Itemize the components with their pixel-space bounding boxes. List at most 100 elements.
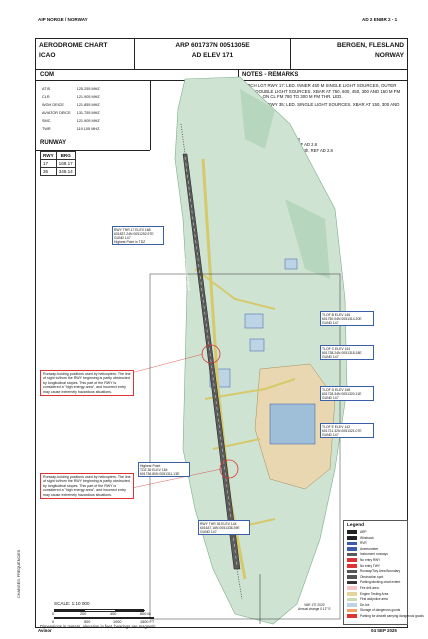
legend-swatch	[347, 592, 357, 596]
magnetic-variation: VAR 1°E 2020 Annual change 0.12° E	[298, 603, 331, 611]
legend-label: Parking/docking chart extent	[360, 580, 401, 585]
com-divider	[150, 80, 151, 150]
scale-tick: 1000	[113, 620, 122, 624]
legend-label: Fire drill area	[360, 586, 379, 590]
ad-elevation: AD ELEV 171	[191, 52, 234, 59]
country-name: NORWAY	[375, 52, 404, 59]
chart-name-2: ICAO	[39, 52, 56, 59]
legend-item: Parking for aircraft carrying dangerous …	[347, 614, 424, 619]
legend-item: Parking/docking chart extent	[347, 580, 400, 585]
hangar-building	[284, 258, 298, 270]
title-block: AERODROME CHART ICAO ARP 601737N 0051305…	[35, 38, 408, 70]
warning-box: Runway-holding positions used by helicop…	[40, 370, 134, 397]
parking-extent	[149, 273, 341, 620]
warning-leader	[126, 353, 204, 375]
notes-heading: NOTES - REMARKS	[242, 72, 299, 78]
legend-item: Runway/Twy Area Boundary	[347, 569, 400, 574]
scale-label: SCALE: 1:10 000	[54, 601, 90, 606]
legend-label: Engine Testing Area	[360, 591, 389, 596]
runway-heading: RUNWAY	[40, 140, 67, 146]
legend-label: Parking for aircraft carrying dangerous …	[360, 614, 424, 618]
legend-label: Runway/Twy Area Boundary	[360, 569, 401, 574]
legend-swatch	[347, 586, 357, 590]
terminal-building	[269, 403, 316, 445]
legend-label: Anemometer	[360, 546, 379, 551]
legend-item: First aid/police area	[347, 597, 388, 602]
legend-label: Obstruction spot	[360, 574, 384, 579]
legend-swatch	[347, 608, 357, 613]
legend-item: RVR	[347, 541, 367, 546]
scale-tick: 400	[110, 612, 117, 616]
legend-swatch	[347, 541, 357, 546]
com-name: CLR	[42, 95, 50, 99]
legend-item: Fire drill area	[347, 586, 379, 591]
com-freq: 125.255 MHZ	[76, 87, 100, 91]
approach-lights-35	[236, 568, 243, 600]
legend-swatch	[347, 575, 357, 579]
hot-spot-circle	[201, 344, 221, 364]
legend-swatch	[347, 552, 357, 557]
header-right: AD 2 ENBR 2 - 1	[362, 17, 398, 22]
scale-tick: 0	[52, 620, 55, 624]
legend-item: Storage of dangerous goods	[347, 608, 400, 613]
runway-centerline	[184, 156, 238, 567]
place-name: BERGEN, FLESLAND	[336, 42, 404, 49]
legend-label: Instrument runways	[360, 552, 388, 557]
legend-title: Legend	[347, 523, 365, 528]
hangar-building	[249, 338, 265, 352]
com-heading: COM	[40, 72, 54, 78]
tdz35-label: Highest Point TDZ 35 ELEV 154 601736.80N…	[138, 462, 190, 477]
footer-left: Avinor	[38, 628, 52, 633]
table-row: AVIATOR DEICE 131.755 MHZ	[42, 110, 104, 116]
com-freq: 121.905 MHZ	[76, 119, 100, 123]
note-item: - APCH LGT RWY 17: LED. INNER 450 M SING…	[242, 83, 401, 100]
legend-swatch	[347, 580, 357, 585]
terrain-patch	[285, 199, 330, 279]
legend-label: No entry RWY	[360, 558, 381, 562]
legend-item: Instrument runways	[347, 552, 388, 557]
legend-swatch	[347, 536, 357, 540]
legend-item: De-Ice	[347, 603, 369, 608]
legend-label: No entry TWY	[360, 563, 380, 568]
scale-tick: 600 M	[140, 612, 151, 616]
table-row: CLR 121.905 MHZ	[42, 94, 104, 100]
legend-swatch	[347, 569, 357, 574]
legend-item: Obstruction spot	[347, 575, 383, 580]
com-freq: 121.905 MHZ	[76, 95, 100, 99]
chart-frame	[35, 38, 408, 628]
scale-tick: 500	[84, 620, 91, 624]
taxiway-link	[194, 268, 276, 310]
com-freq: 131.755 MHZ	[76, 111, 100, 115]
runway-cell: 349.14	[55, 167, 76, 176]
terrain-patch	[240, 89, 275, 149]
chart-name-1: AERODROME CHART	[39, 42, 108, 49]
com-name: AVIATOR DEICE	[42, 111, 71, 115]
tlof-d-label: TLOF D ELEV 155 601728.34N 0051320.11E G…	[320, 386, 374, 401]
hangar-building	[244, 313, 264, 329]
dimension-note: Dimensions in meters, elevation in feet,…	[40, 624, 157, 629]
scale-tick: 200	[80, 612, 87, 616]
warning-leader	[126, 468, 222, 490]
legend-label: RVR	[360, 541, 367, 546]
scale-bar-ft	[54, 617, 154, 619]
arp-coord: ARP 601737N 0051305E	[175, 42, 250, 49]
legend-item: No entry RWY	[347, 558, 380, 563]
legend-swatch	[347, 547, 357, 551]
legend-label: De-Ice	[360, 602, 370, 607]
warning-box: Runway-holding positions used by helicop…	[40, 473, 134, 500]
scale-tick: 1500 FT	[140, 620, 155, 624]
thr17-label: RWY THR 17 ELEV 168 601837.24N 0051252.9…	[112, 226, 164, 245]
legend-swatch	[347, 530, 357, 534]
tlof-c-label: TLOF C ELEV 151 601738.24N 0051318.18E G…	[320, 345, 374, 360]
legend-item: Anemometer	[347, 547, 378, 552]
legend-item: Windsock	[347, 536, 374, 541]
scale-bar-m	[54, 609, 145, 612]
approach-lights-17	[180, 123, 186, 155]
thr35-label: RWY THR 35 ELEV 144 601637.16N 0051336.3…	[198, 520, 250, 535]
